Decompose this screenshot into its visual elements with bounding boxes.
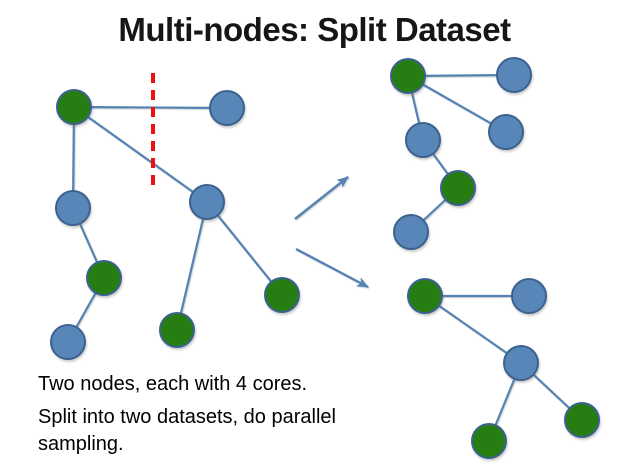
graph-node-green xyxy=(86,260,122,296)
graph-node-blue xyxy=(209,90,245,126)
graph-node-blue xyxy=(393,214,429,250)
graph-node-green xyxy=(390,58,426,94)
caption-line-2: Split into two datasets, do parallel xyxy=(38,406,336,429)
graph-edge xyxy=(73,105,228,110)
graph-node-green xyxy=(56,89,92,125)
graph-edge xyxy=(206,201,283,296)
caption: Two nodes, each with 4 cores. Split into… xyxy=(38,371,398,464)
graph-edge xyxy=(175,201,209,331)
caption-line-1: Two nodes, each with 4 cores. xyxy=(38,373,308,395)
graph-node-blue xyxy=(405,122,441,158)
graph-node-blue xyxy=(488,114,524,150)
graph-edge xyxy=(407,75,507,133)
graph-node-green xyxy=(264,277,300,313)
graph-node-blue xyxy=(55,190,91,226)
split-arrow xyxy=(295,247,369,289)
graph-node-blue xyxy=(189,184,225,220)
graph-edge xyxy=(73,106,208,203)
graph-node-blue xyxy=(496,57,532,93)
graph-node-blue xyxy=(50,324,86,360)
graph-node-blue xyxy=(511,278,547,314)
graph-node-green xyxy=(407,278,443,314)
split-arrow xyxy=(294,176,349,220)
node-layer xyxy=(50,57,600,459)
caption-line-3: sampling. xyxy=(38,432,124,455)
graph-node-green xyxy=(159,312,195,348)
graph-node-green xyxy=(471,423,507,459)
graph-node-blue xyxy=(503,345,539,381)
slide-title: Multi-nodes: Split Dataset xyxy=(118,11,511,48)
caption-paragraph-2: Split into two datasets, do parallel sam… xyxy=(38,404,398,457)
graph-node-green xyxy=(440,170,476,206)
graph-edge xyxy=(424,295,522,364)
graph-node-green xyxy=(564,402,600,438)
